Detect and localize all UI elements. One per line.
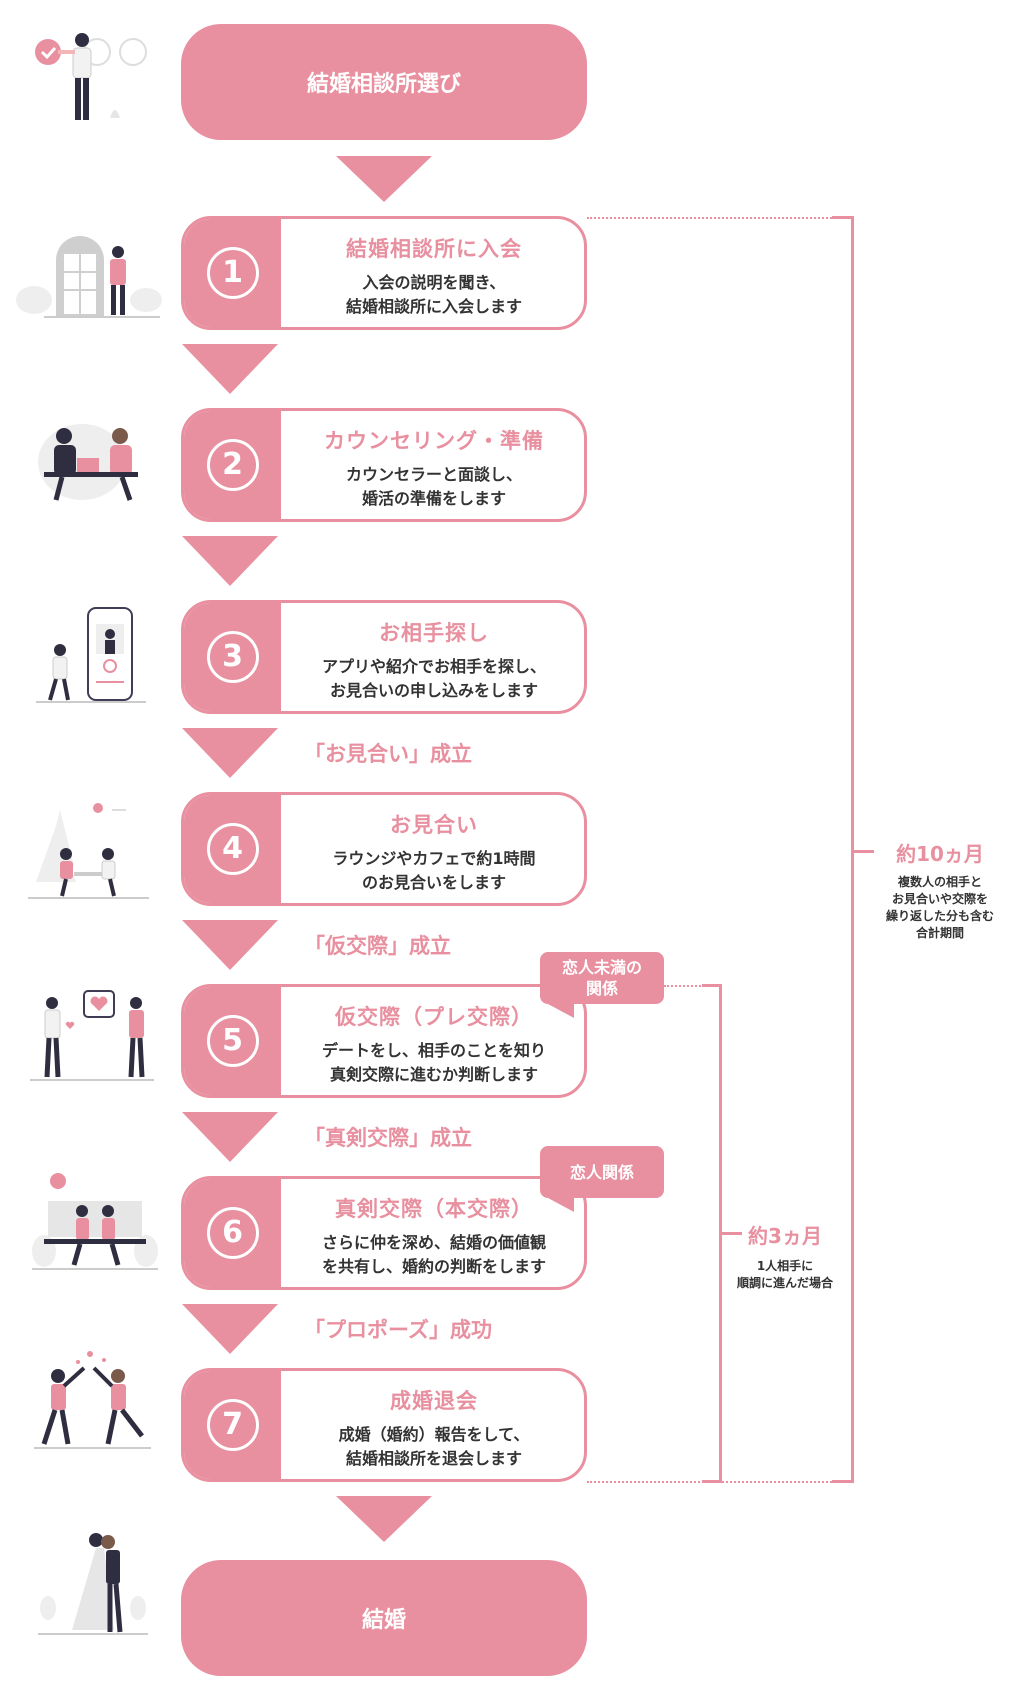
- step-description: 入会の説明を聞き、 結婚相談所に入会します: [345, 273, 522, 316]
- down-arrow: [182, 920, 278, 970]
- checklist-woman-illustration: [35, 33, 147, 120]
- step-number-badge: 3: [184, 603, 281, 711]
- wedding-couple-illustration: [38, 1533, 148, 1635]
- bubble-tail: [548, 1004, 574, 1018]
- step-title: 真剣交際（本交際）: [335, 1197, 533, 1221]
- step-number-badge: 1: [184, 219, 281, 327]
- step-7: 7 成婚退会 成婚（婚約）報告をして、 結婚相談所を退会します: [181, 1368, 587, 1482]
- celebration-couple-illustration: [34, 1351, 151, 1449]
- down-arrow: [182, 728, 278, 778]
- down-arrow: [336, 1496, 432, 1542]
- step-2: 2 カウンセリング・準備 カウンセラーと面談し、 婚活の準備をします: [181, 408, 587, 522]
- step-title: カウンセリング・準備: [324, 429, 544, 453]
- step-1: 1 結婚相談所に入会 入会の説明を聞き、 結婚相談所に入会します: [181, 216, 587, 330]
- transition-label: 「お見合い」成立: [304, 742, 472, 766]
- total-duration-label: 約10ヵ月: [896, 842, 984, 866]
- bracket-tick: [722, 1232, 742, 1235]
- step-title: 結婚相談所に入会: [346, 237, 522, 261]
- step-number-badge: 5: [184, 987, 281, 1095]
- step-number-badge: 4: [184, 795, 281, 903]
- step-title: お見合い: [390, 813, 478, 837]
- down-arrow: [182, 536, 278, 586]
- total-period-bracket: [832, 216, 854, 1483]
- transition-label: 「真剣交際」成立: [304, 1126, 472, 1150]
- counseling-illustration: [38, 424, 138, 501]
- bubble-tail: [548, 1198, 574, 1212]
- end-box: 結婚: [181, 1560, 587, 1676]
- relationship-bubble: 恋人未満の 関係: [540, 952, 664, 1004]
- total-duration-note: 複数人の相手と お見合いや交際を 繰り返した分も含む 合計期間: [885, 875, 994, 940]
- door-man-illustration: [16, 236, 162, 318]
- step-title: 仮交際（プレ交際）: [335, 1005, 533, 1029]
- dating-period-bracket: [702, 984, 722, 1483]
- step-description: アプリや紹介でお相手を探し、 お見合いの申し込みをします: [321, 657, 546, 700]
- relationship-bubble: 恋人関係: [540, 1146, 664, 1198]
- step-number-badge: 7: [184, 1371, 281, 1479]
- cafe-meeting-illustration: [28, 803, 149, 899]
- step-number-badge: 2: [184, 411, 281, 519]
- step-5: 5 仮交際（プレ交際） デートをし、相手のことを知り 真剣交際に進むか判断します: [181, 984, 587, 1098]
- step-number-badge: 6: [184, 1179, 281, 1287]
- step-description: デートをし、相手のことを知り 真剣交際に進むか判断します: [321, 1041, 546, 1084]
- step-description: さらに仲を深め、結婚の価値観 を共有し、婚約の判断をします: [321, 1233, 546, 1276]
- down-arrow: [182, 344, 278, 394]
- down-arrow: [182, 1304, 278, 1354]
- step-description: カウンセラーと面談し、 婚活の準備をします: [345, 465, 522, 508]
- step-6: 6 真剣交際（本交際） さらに仲を深め、結婚の価値観 を共有し、婚約の判断をしま…: [181, 1176, 587, 1290]
- start-box: 結婚相談所選び: [181, 24, 587, 140]
- down-arrow: [336, 156, 432, 202]
- transition-label: 「仮交際」成立: [304, 934, 451, 958]
- transition-label: 「プロポーズ」成功: [304, 1318, 492, 1342]
- step-3: 3 お相手探し アプリや紹介でお相手を探し、 お見合いの申し込みをします: [181, 600, 587, 714]
- smartphone-search-illustration: [36, 607, 146, 703]
- step-description: ラウンジやカフェで約1時間 のお見合いをします: [332, 849, 536, 892]
- step-title: 成婚退会: [390, 1389, 478, 1413]
- bench-couple-illustration: [32, 1173, 158, 1270]
- dating-duration-note: 1人相手に 順調に進んだ場合: [736, 1259, 833, 1290]
- gift-exchange-illustration: [30, 990, 154, 1081]
- down-arrow: [182, 1112, 278, 1162]
- bracket-tick: [854, 850, 874, 853]
- range-connector: [587, 217, 832, 219]
- range-connector: [664, 985, 704, 987]
- step-4: 4 お見合い ラウンジやカフェで約1時間 のお見合いをします: [181, 792, 587, 906]
- step-description: 成婚（婚約）報告をして、 結婚相談所を退会します: [338, 1425, 530, 1468]
- dating-duration-label: 約3ヵ月: [748, 1224, 822, 1248]
- step-title: お相手探し: [379, 621, 489, 645]
